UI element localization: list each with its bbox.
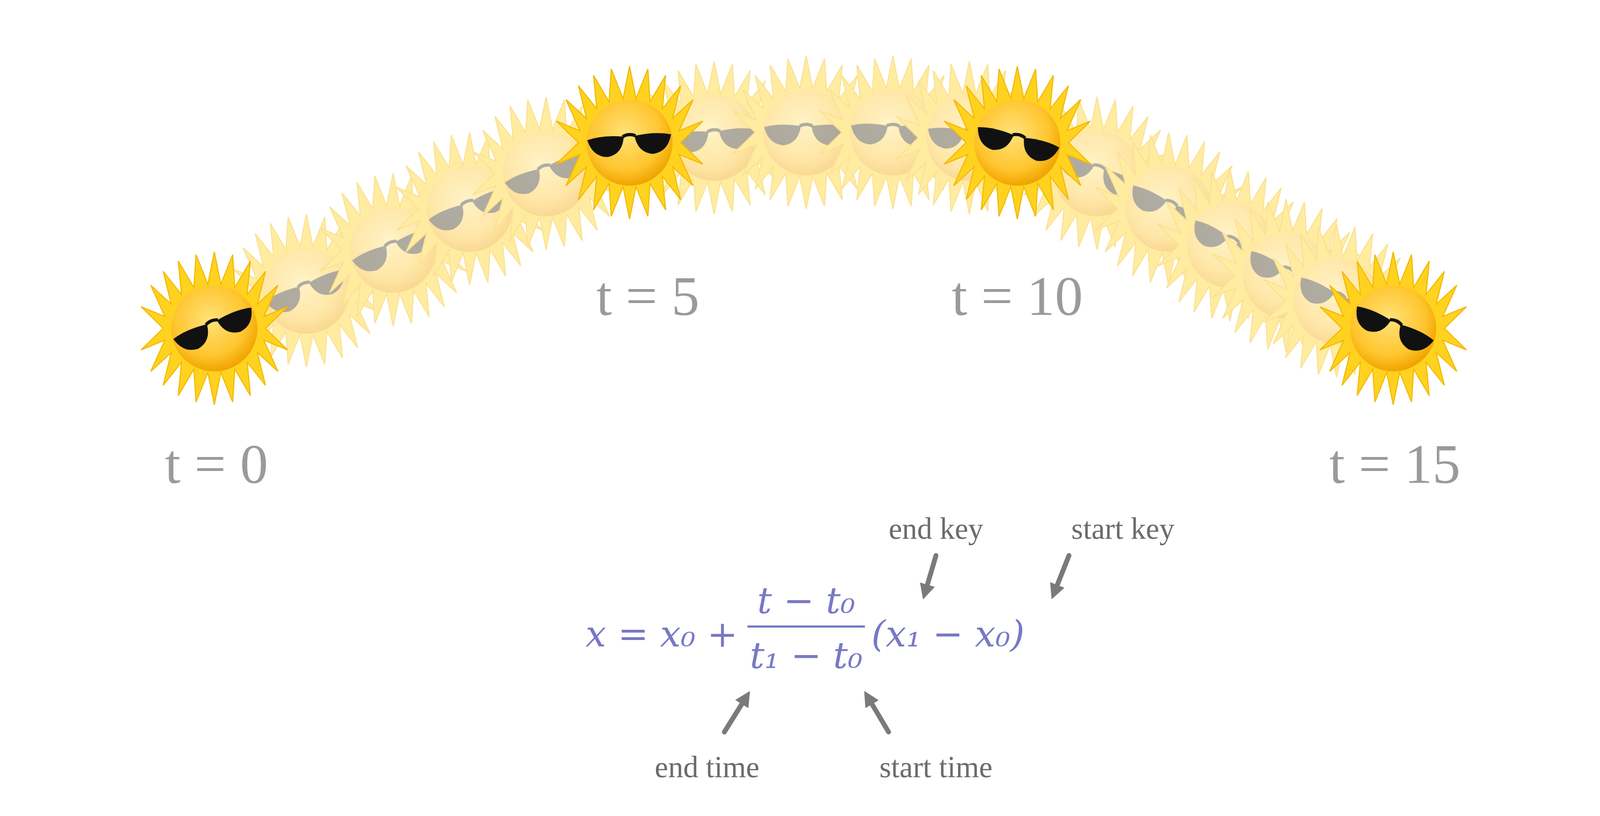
time-label: t = 0 [164,436,269,493]
formula-part: (x₁ − x₀) [871,616,1025,653]
key-suns [141,66,1467,405]
annotation: end time [654,752,760,783]
annotation: start key [1071,513,1175,544]
ghost-suns [233,56,1410,378]
time-label: t = 5 [596,268,700,325]
leader-arrows [724,555,1070,733]
formula-part: x = x₀ + [585,616,738,653]
annotation: end key [888,513,984,544]
annotation: start time [879,752,993,783]
time-label: t = 10 [951,268,1084,325]
fraction-bar [747,625,865,628]
formula-denominator: t₁ − t₀ [749,637,863,675]
formula-numerator: t − t₀ [757,582,856,620]
time-label: t = 15 [1329,436,1461,493]
